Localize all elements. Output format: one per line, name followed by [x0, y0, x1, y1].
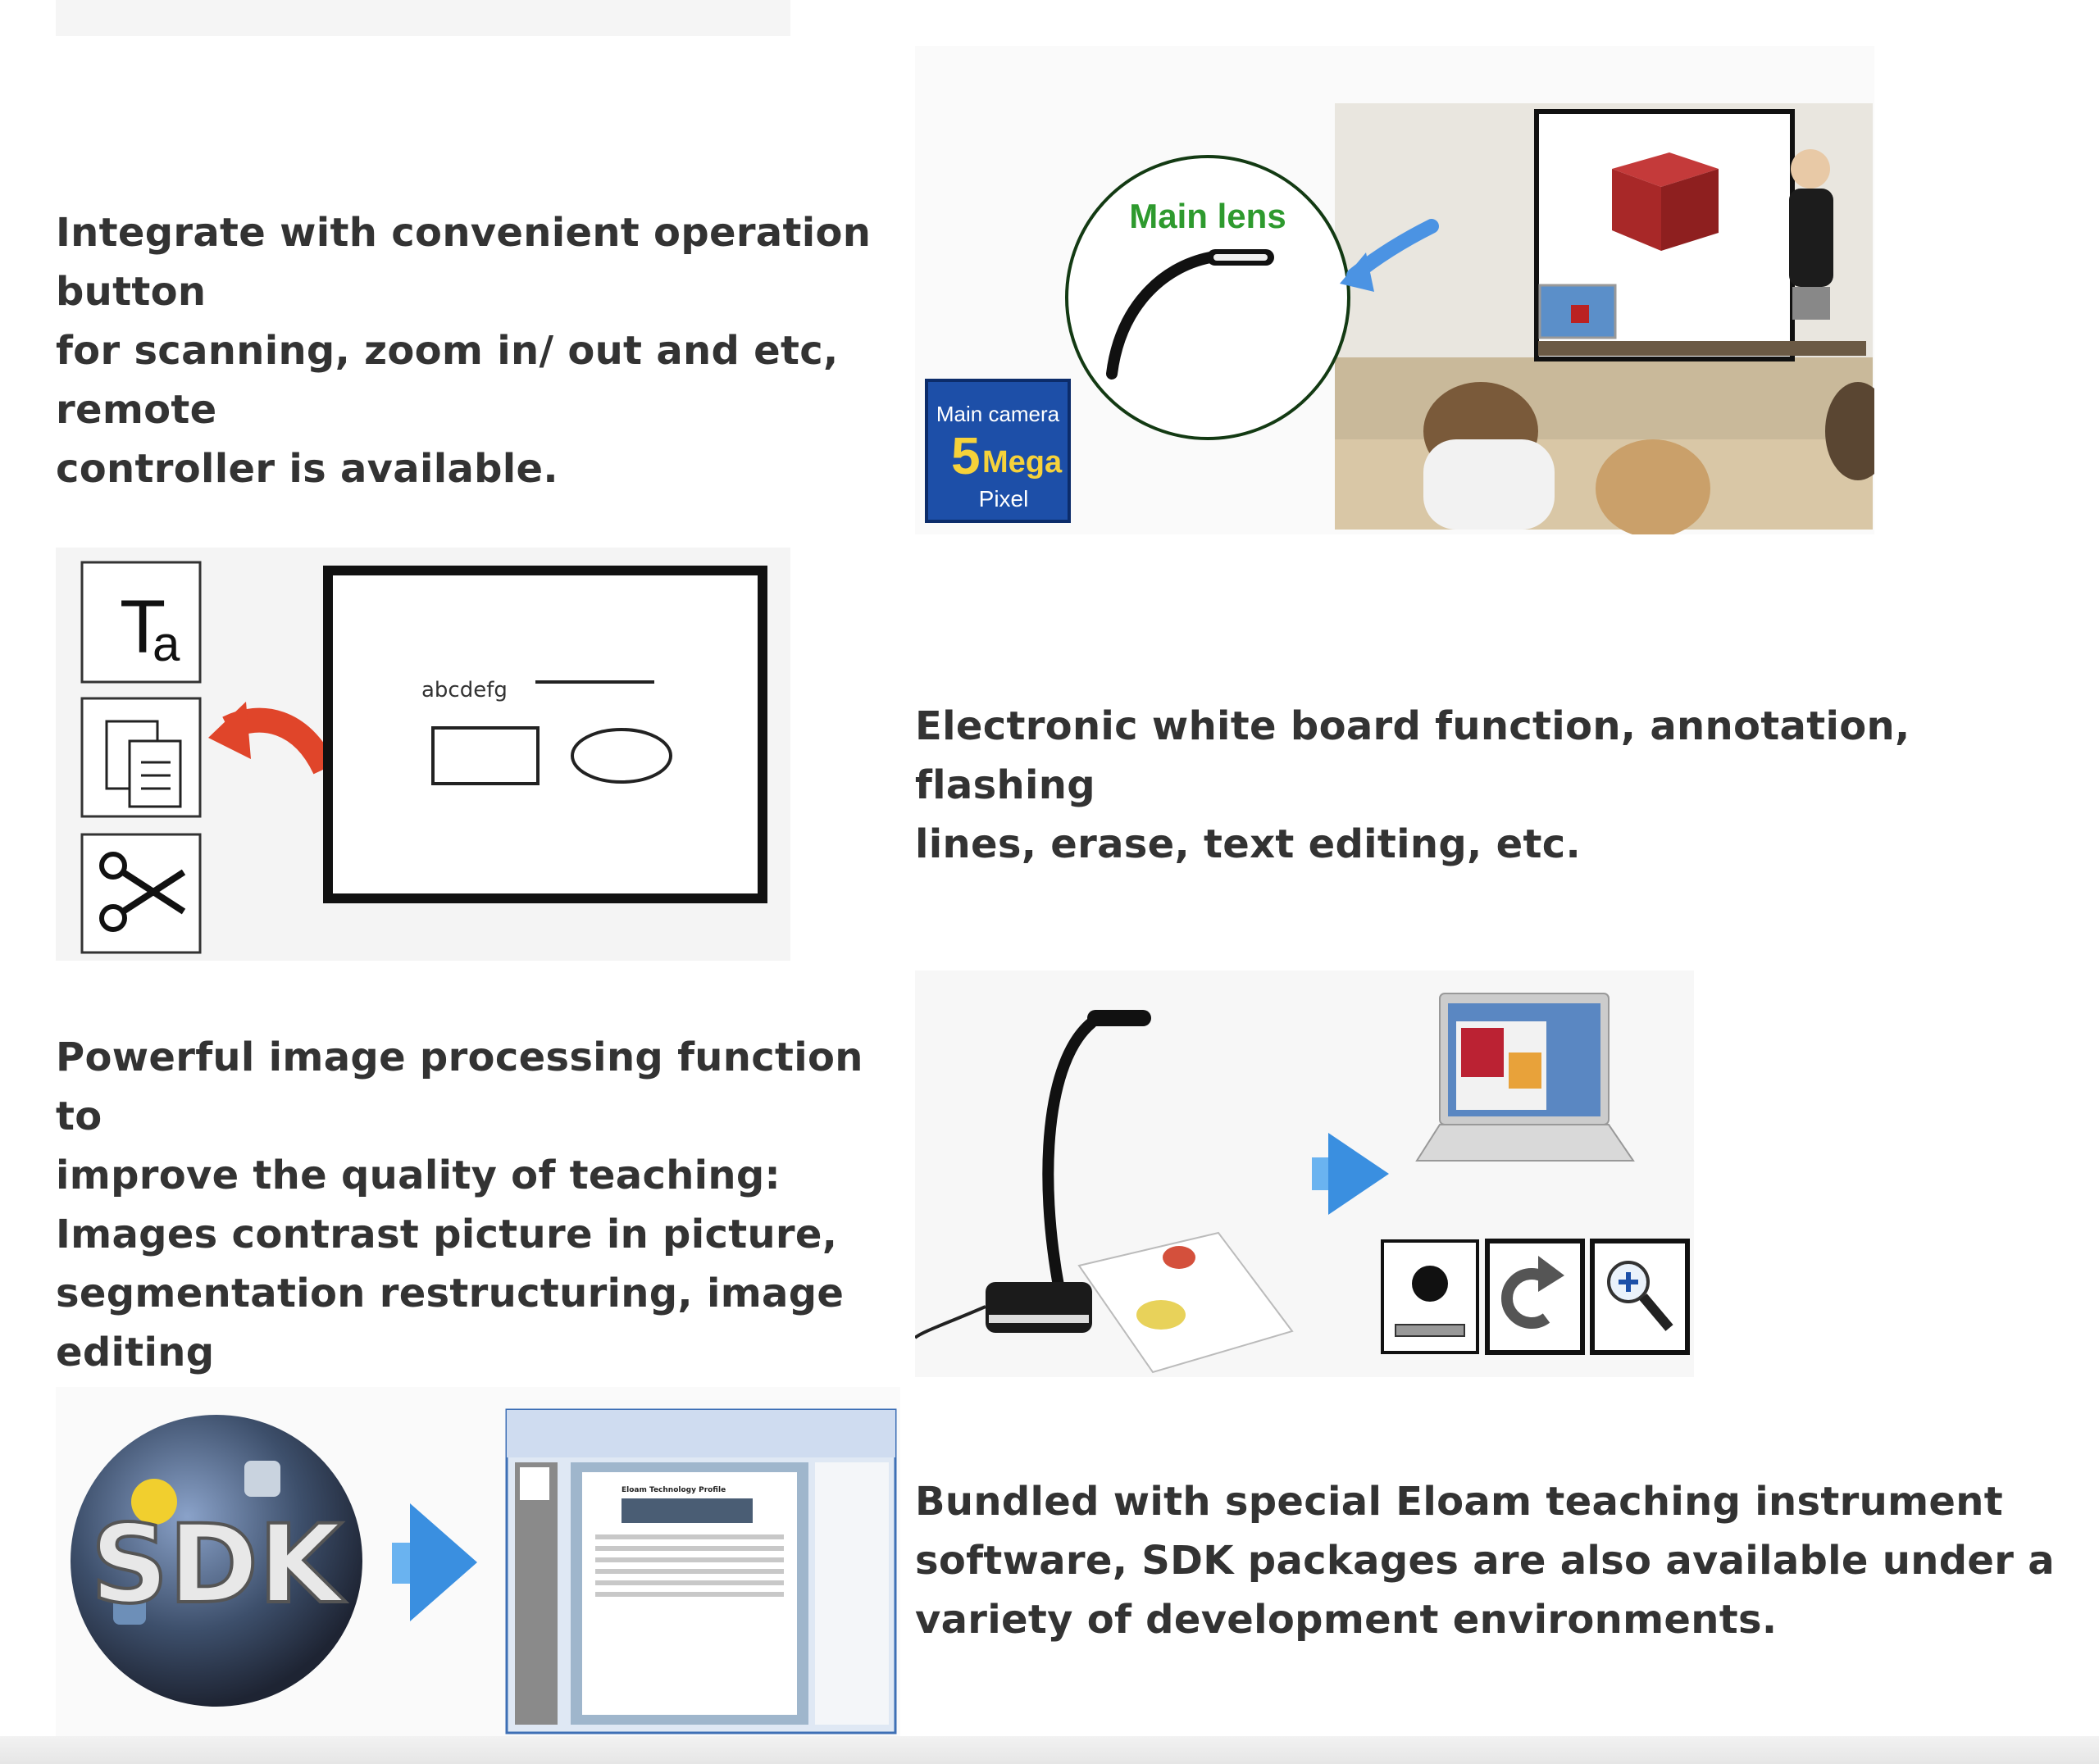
feature-text-whiteboard: Electronic white board function, annotat… — [915, 703, 1910, 867]
main-lens-classroom-image: Main lens Main camera 5 Mega Pixel — [915, 46, 1891, 538]
feature-text-operation-button: Integrate with convenient operation butt… — [56, 210, 872, 492]
badge-number: 5 — [951, 426, 981, 485]
main-lens-label: Main lens — [1129, 197, 1286, 235]
badge-line3: Pixel — [979, 486, 1029, 511]
blue-arrow-icon — [1340, 219, 1439, 292]
svg-text:T: T — [120, 585, 166, 669]
badge-line1: Main camera — [936, 402, 1060, 426]
copy-tool-icon — [80, 697, 202, 818]
camera-badge: Main camera 5 Mega Pixel — [925, 379, 1071, 523]
feature-text-image-processing: Powerful image processing function to im… — [56, 1034, 863, 1434]
image-processing-illustration — [913, 971, 1694, 1377]
feature-text-sdk: Bundled with special Eloam teaching inst… — [915, 1479, 2055, 1643]
brightness-icon — [1381, 1239, 1479, 1354]
sdk-software-image: SDK Eloam Technology Profile — [56, 1387, 900, 1736]
text-tool-icon: T a — [80, 561, 202, 684]
bottom-edge — [0, 1736, 2099, 1764]
svg-text:a: a — [153, 616, 180, 671]
laptop-icon — [1415, 993, 1635, 1162]
blue-arrow-icon — [392, 1503, 477, 1621]
rotate-icon — [1485, 1239, 1585, 1355]
scissors-icon — [80, 833, 202, 954]
sdk-label: SDK — [91, 1502, 347, 1628]
whiteboard-image: T a abcdefg — [56, 548, 790, 961]
doc-title: Eloam Technology Profile — [622, 1486, 726, 1494]
blue-arrow-icon — [1312, 1133, 1389, 1215]
software-window-screenshot: Eloam Technology Profile — [505, 1408, 897, 1734]
red-cube-icon — [1612, 152, 1719, 251]
badge-unit: Mega — [982, 445, 1063, 480]
red-curved-arrow-icon — [208, 702, 336, 775]
top-cropped-image — [56, 0, 790, 36]
whiteboard-sample-text: abcdefg — [421, 678, 508, 702]
zoom-in-icon — [1590, 1239, 1690, 1355]
